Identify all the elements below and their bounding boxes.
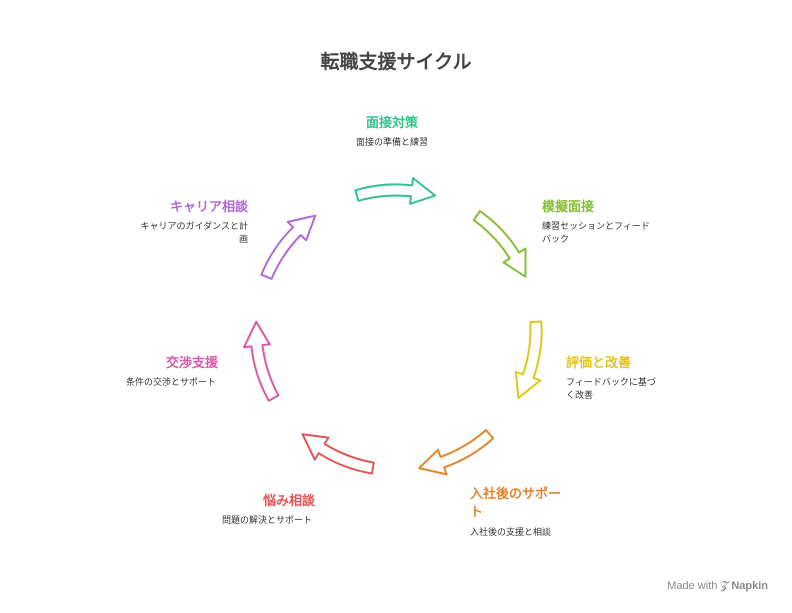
stage-desc-career-consult: キャリアのガイダンスと計画 — [140, 222, 248, 245]
stage-desc-post-hire-support: 入社後の支援と相談 — [470, 528, 552, 538]
stage-title-negotiation: 交渉支援 — [166, 356, 219, 371]
arrow-consultation — [301, 433, 375, 475]
made-with-napkin-footer: Made with 𝓩 Napkin — [667, 580, 768, 593]
stage-title-interview-prep: 面接対策 — [366, 116, 419, 131]
napkin-logo-icon: 𝓩 — [720, 580, 729, 592]
arrow-evaluation — [514, 320, 543, 399]
stage-desc-evaluation: フィードバックに基づく改善 — [566, 378, 656, 401]
made-with-label: Made with — [667, 580, 718, 592]
diagram-title: 転職支援サイクル — [320, 51, 472, 73]
arrow-mock-interview — [472, 210, 527, 278]
napkin-brand: Napkin — [731, 580, 768, 592]
stage-desc-negotiation: 条件の交渉とサポート — [126, 378, 217, 388]
arrow-negotiation — [243, 320, 280, 402]
stage-title-career-consult: キャリア相談 — [169, 200, 248, 215]
arrow-career-consult — [260, 214, 317, 280]
stage-desc-consultation: 問題の解決とサポート — [222, 516, 313, 526]
stage-desc-mock-interview: 練習セッションとフィードバック — [542, 222, 650, 245]
stage-desc-interview-prep: 面接の準備と練習 — [356, 138, 429, 148]
stage-title-evaluation: 評価と改善 — [566, 356, 632, 371]
stage-title-post-hire-support: 入社後のサポート — [470, 487, 562, 520]
arrow-interview-prep — [354, 177, 437, 205]
stage-title-mock-interview: 模擬面接 — [542, 200, 595, 215]
arrow-post-hire-support — [418, 429, 495, 476]
stage-title-consultation: 悩み相談 — [263, 494, 316, 509]
